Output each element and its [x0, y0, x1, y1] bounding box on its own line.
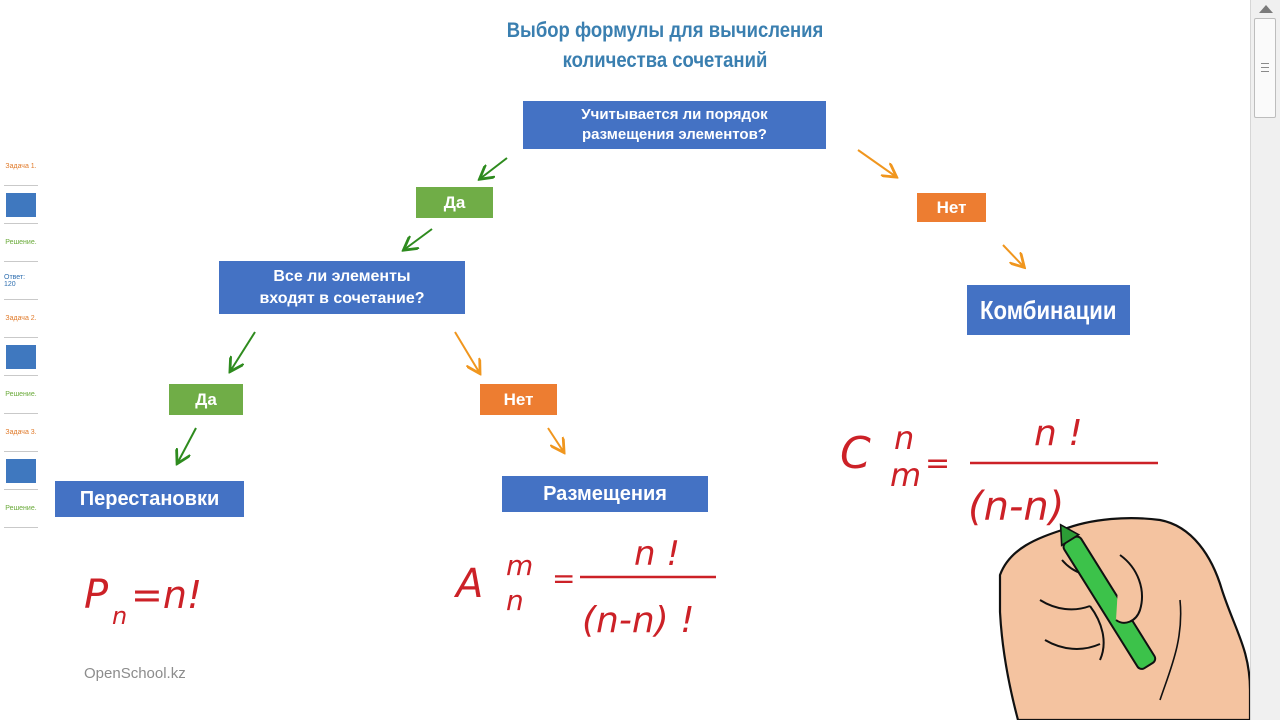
answer-no-order: Нет [917, 193, 986, 222]
question-order-line-1: Учитывается ли порядок [581, 106, 768, 123]
arrow-to-no-order [857, 149, 895, 176]
arrow-yes-to-question2 [405, 228, 433, 249]
formula-arr-sub: n [506, 584, 524, 617]
question-order-line-2: размещения элементов? [581, 126, 767, 143]
formula-combinations: C n m = n ! (n-n) [840, 413, 1158, 530]
thumbnail-card-3[interactable] [4, 452, 38, 490]
title-line-2: количества сочетаний [562, 49, 768, 72]
scrollbar-thumb[interactable] [1254, 18, 1276, 118]
answer-no-all: Нет [480, 384, 557, 415]
formula-comb-denominator: (n-n) [968, 484, 1064, 530]
result-permutations: Перестановки [55, 481, 244, 517]
thumbnail-card-2[interactable] [4, 338, 38, 376]
thumbnail-solution-3[interactable]: Решение. [4, 490, 38, 528]
question-all-elements-box: Все ли элементы входят в сочетание? [219, 261, 465, 314]
formula-arr-denominator: (n-n) ! [582, 600, 695, 641]
thumbnail-card-1[interactable] [4, 186, 38, 224]
diagram-overlay: P n =n! A m n = n ! (n-n) ! C n m = n ! … [84, 149, 1250, 720]
arrow-to-yes-all [231, 331, 256, 370]
thumbnail-solution-1[interactable]: Решение. [4, 224, 38, 262]
result-combinations: Комбинации [967, 285, 1130, 335]
arrow-to-no-all [454, 331, 479, 372]
formula-arr-sup: m [506, 549, 533, 582]
question-all-line-2: входят в сочетание? [259, 289, 425, 307]
answer-yes-all: Да [169, 384, 243, 415]
formula-comb-sup: n [894, 419, 914, 457]
formula-comb-numerator: n ! [1034, 413, 1083, 454]
thumbnail-answer-1[interactable]: Ответ: 120 [4, 262, 38, 300]
formula-perm-symbol: P [84, 572, 109, 618]
answer-yes-order: Да [416, 187, 493, 218]
thumbnail-task-3[interactable]: Задача 3. [4, 414, 38, 452]
arrow-no-to-arrangements [547, 427, 563, 451]
formula-permutations: P n =n! [84, 572, 202, 630]
hand-with-marker-icon [998, 517, 1250, 720]
question-order-box: Учитывается ли порядок размещения элемен… [523, 101, 826, 149]
formula-perm-rhs: =n! [131, 573, 202, 617]
thumbnail-task-2[interactable]: Задача 2. [4, 300, 38, 338]
result-arrangements: Размещения [502, 476, 708, 512]
arrow-yes-to-permutations [178, 427, 197, 462]
formula-perm-sub: n [112, 602, 127, 630]
formula-arrangements: A m n = n ! (n-n) ! [453, 534, 716, 641]
scroll-up-arrow-icon[interactable] [1258, 4, 1274, 14]
slide-thumbnail-strip: Задача 1. Решение. Ответ: 120 Задача 2. … [4, 148, 38, 528]
formula-comb-sub: m [890, 456, 921, 494]
formula-comb-eq: = [925, 446, 950, 481]
formula-arr-numerator: n ! [634, 534, 680, 574]
page-title: Выбор формулы для вычисления количества … [467, 16, 863, 76]
arrow-to-yes-order [481, 157, 508, 178]
formula-comb-symbol: C [840, 428, 871, 479]
thumbnail-task-1[interactable]: Задача 1. [4, 148, 38, 186]
vertical-scrollbar[interactable] [1250, 0, 1280, 720]
footer-brand: OpenSchool.kz [84, 665, 186, 682]
formula-arr-symbol: A [453, 561, 483, 607]
slide-canvas: Выбор формулы для вычисления количества … [4, 16, 1250, 720]
formula-arr-eq: = [552, 562, 575, 595]
thumbnail-solution-2[interactable]: Решение. [4, 376, 38, 414]
question-all-line-1: Все ли элементы [273, 267, 411, 285]
arrow-no-to-combinations [1002, 244, 1023, 266]
title-line-1: Выбор формулы для вычисления [506, 19, 824, 42]
